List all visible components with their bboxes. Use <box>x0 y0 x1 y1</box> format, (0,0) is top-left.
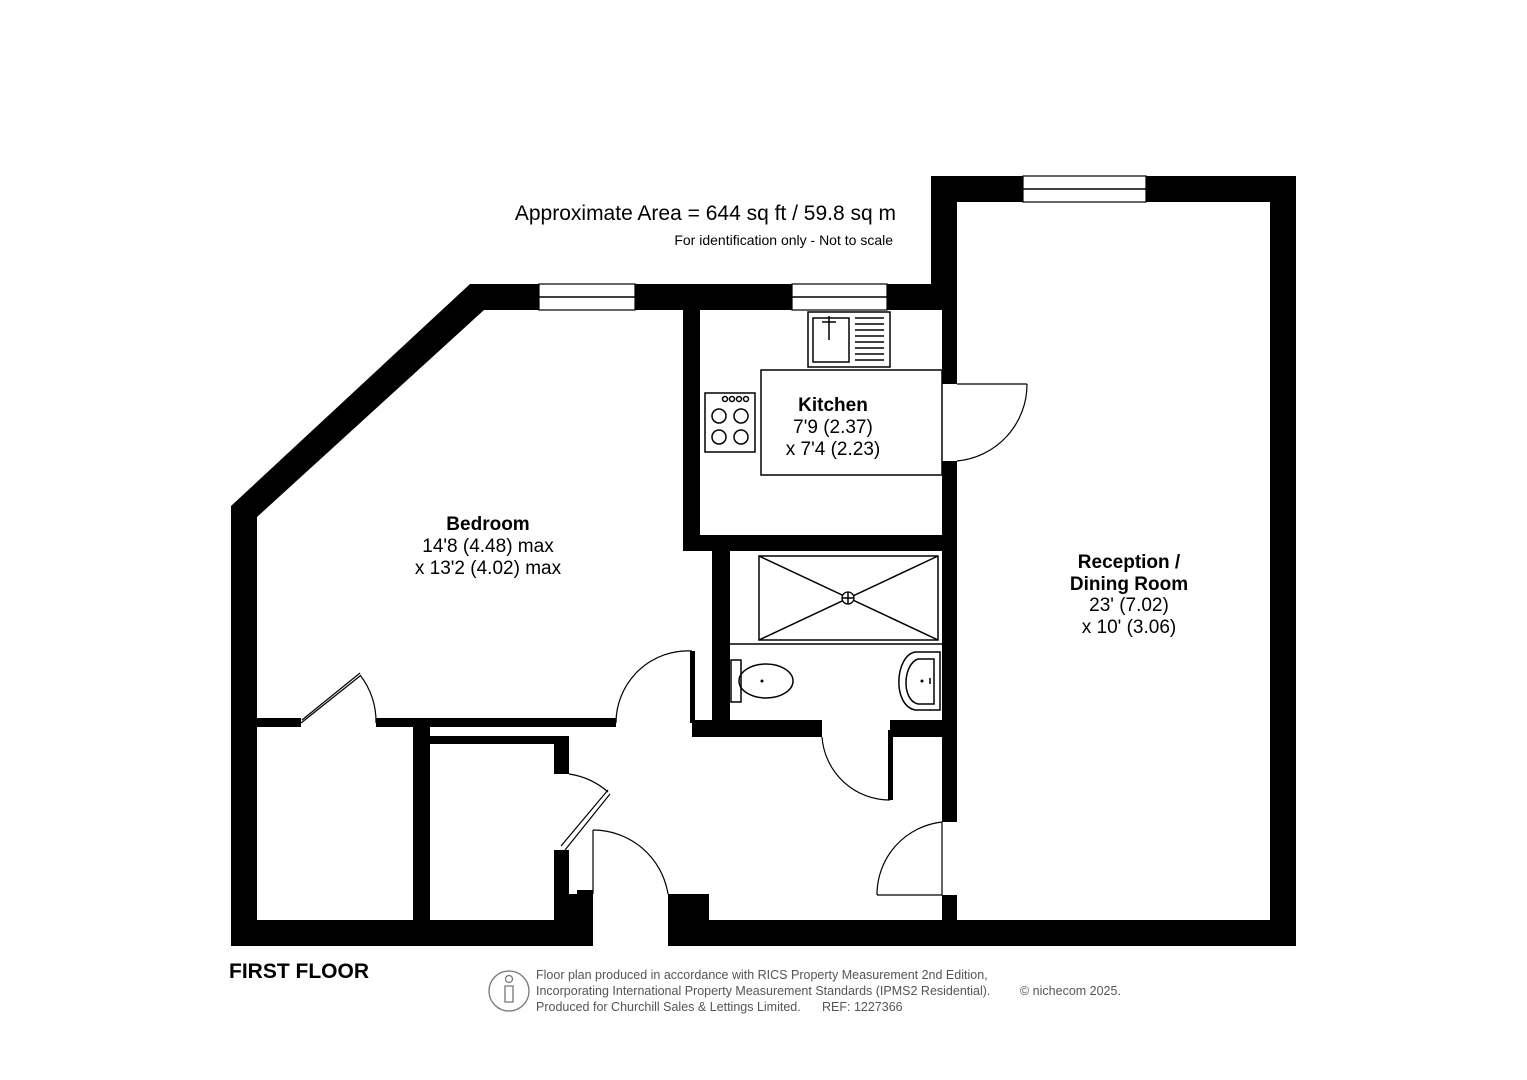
bedroom-name: Bedroom <box>446 514 529 535</box>
washbasin-icon <box>898 651 941 711</box>
bedroom-dim-1: 14'8 (4.48) max <box>422 536 554 557</box>
kitchen-fixtures <box>704 311 943 476</box>
door-reception-hall <box>876 821 943 896</box>
reception-name-line2: Dining Room <box>1070 574 1188 595</box>
door-hall-cupboard <box>560 773 611 851</box>
room-label-kitchen: Kitchen 7'9 (2.37) x 7'4 (2.23) <box>786 395 880 460</box>
person-icon <box>488 970 530 1012</box>
toilet-icon <box>730 659 794 703</box>
kitchen-dim-2: x 7'4 (2.23) <box>786 439 880 460</box>
footer-line-3: Produced for Churchill Sales & Lettings … <box>536 1000 801 1014</box>
bathroom-fixtures <box>730 555 942 711</box>
approximate-area: Approximate Area = 644 sq ft / 59.8 sq m <box>515 202 896 225</box>
door-kitchen-reception <box>956 383 1028 462</box>
bedroom-dim-2: x 13'2 (4.02) max <box>415 558 562 579</box>
doors <box>300 383 1028 896</box>
window-bedroom <box>538 283 636 311</box>
interior-walls <box>257 310 957 921</box>
shower-tray-icon <box>758 555 939 641</box>
footer-line-1: Floor plan produced in accordance with R… <box>536 968 988 982</box>
door-bedroom <box>615 650 693 724</box>
door-bedroom-cupboard <box>300 672 377 724</box>
floor-label: FIRST FLOOR <box>229 960 369 983</box>
footer-line-2: Incorporating International Property Mea… <box>536 984 990 998</box>
kitchen-name: Kitchen <box>798 395 868 416</box>
hob-icon <box>704 392 756 453</box>
door-entrance <box>592 829 669 895</box>
identification-note: For identification only - Not to scale <box>674 232 893 248</box>
sink-icon <box>807 311 891 368</box>
footer-copyright: © nichecom 2025. <box>1020 984 1121 998</box>
reception-name-line1: Reception / <box>1078 552 1181 573</box>
kitchen-dim-1: 7'9 (2.37) <box>793 417 873 438</box>
reception-dim-2: x 10' (3.06) <box>1082 617 1176 638</box>
footer-ref: REF: 1227366 <box>822 1000 903 1014</box>
room-label-reception: Reception / Dining Room 23' (7.02) x 10'… <box>1070 552 1188 638</box>
windows <box>538 175 1147 311</box>
reception-dim-1: 23' (7.02) <box>1089 595 1169 616</box>
door-bathroom <box>821 736 891 801</box>
window-reception <box>1022 175 1147 203</box>
kitchen-worktop <box>760 369 943 476</box>
window-kitchen <box>791 283 888 311</box>
room-label-bedroom: Bedroom 14'8 (4.48) max x 13'2 (4.02) ma… <box>415 514 562 579</box>
